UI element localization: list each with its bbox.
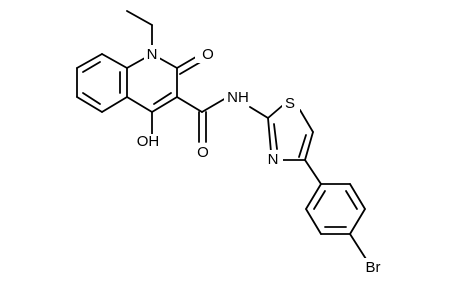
n-ring-label-bg bbox=[144, 45, 160, 63]
atom-label-n-ring: N bbox=[147, 46, 158, 63]
bond-ph-2 bbox=[349, 183, 366, 210]
bond-c3-c4 bbox=[151, 96, 178, 113]
bond-benzo-4-inner bbox=[82, 92, 101, 105]
bond-c-br bbox=[349, 233, 367, 260]
bond-ch2-ch3 bbox=[126, 10, 153, 26]
o-carbonyl-label-bg bbox=[195, 45, 213, 63]
s-label-bg bbox=[282, 94, 300, 112]
n-thiazole-label-bg bbox=[265, 150, 283, 168]
nh-label-bg bbox=[224, 88, 252, 106]
bond-benzo-5 bbox=[101, 96, 128, 113]
bond-ph-5 bbox=[305, 208, 322, 235]
hydroxyl-label-bg bbox=[135, 134, 165, 152]
br-label-bg bbox=[359, 258, 387, 276]
atom-label-s: S bbox=[285, 95, 295, 112]
bond-thz-n3-c2 bbox=[267, 117, 272, 153]
bond-benzo-1 bbox=[101, 53, 128, 69]
atom-label-o-amide: O bbox=[197, 144, 209, 161]
bond-c3-c4-inner bbox=[153, 92, 172, 105]
bond-thz-n3-c2-inner bbox=[273, 123, 278, 150]
atom-label-nh: NH bbox=[227, 89, 249, 106]
atom-label-n-thiazole: N bbox=[268, 151, 279, 168]
bond-thz-c2-s bbox=[267, 105, 283, 119]
bond-camide-nh bbox=[201, 97, 227, 113]
atom-label-o-carbonyl: O bbox=[202, 46, 214, 63]
bond-benzo-2 bbox=[76, 53, 103, 69]
bond-thz-phenyl bbox=[304, 159, 322, 185]
bond-thz-c5-c4 bbox=[304, 131, 314, 161]
bonds bbox=[76, 10, 367, 260]
o-amide-label-bg bbox=[194, 143, 212, 161]
bond-benzo-4 bbox=[76, 96, 103, 113]
bond-thz-s-c5 bbox=[299, 109, 314, 133]
bond-ph-6 bbox=[305, 183, 322, 210]
bond-nh-c2thiazole bbox=[249, 106, 269, 119]
bond-ph-6-inner bbox=[313, 190, 326, 210]
atom-labels: N O OH O NH S N Br bbox=[135, 45, 387, 276]
bond-c4-c4a bbox=[126, 96, 153, 113]
atom-label-br: Br bbox=[366, 259, 381, 276]
bond-ph-3 bbox=[349, 208, 366, 235]
atom-label-hydroxyl: OH bbox=[137, 133, 160, 150]
bond-benzo-2-inner bbox=[82, 61, 101, 73]
bond-thz-c5-c4-inner bbox=[298, 134, 307, 158]
bond-c3-camide bbox=[176, 96, 203, 113]
bond-ph-2-inner bbox=[345, 190, 358, 210]
